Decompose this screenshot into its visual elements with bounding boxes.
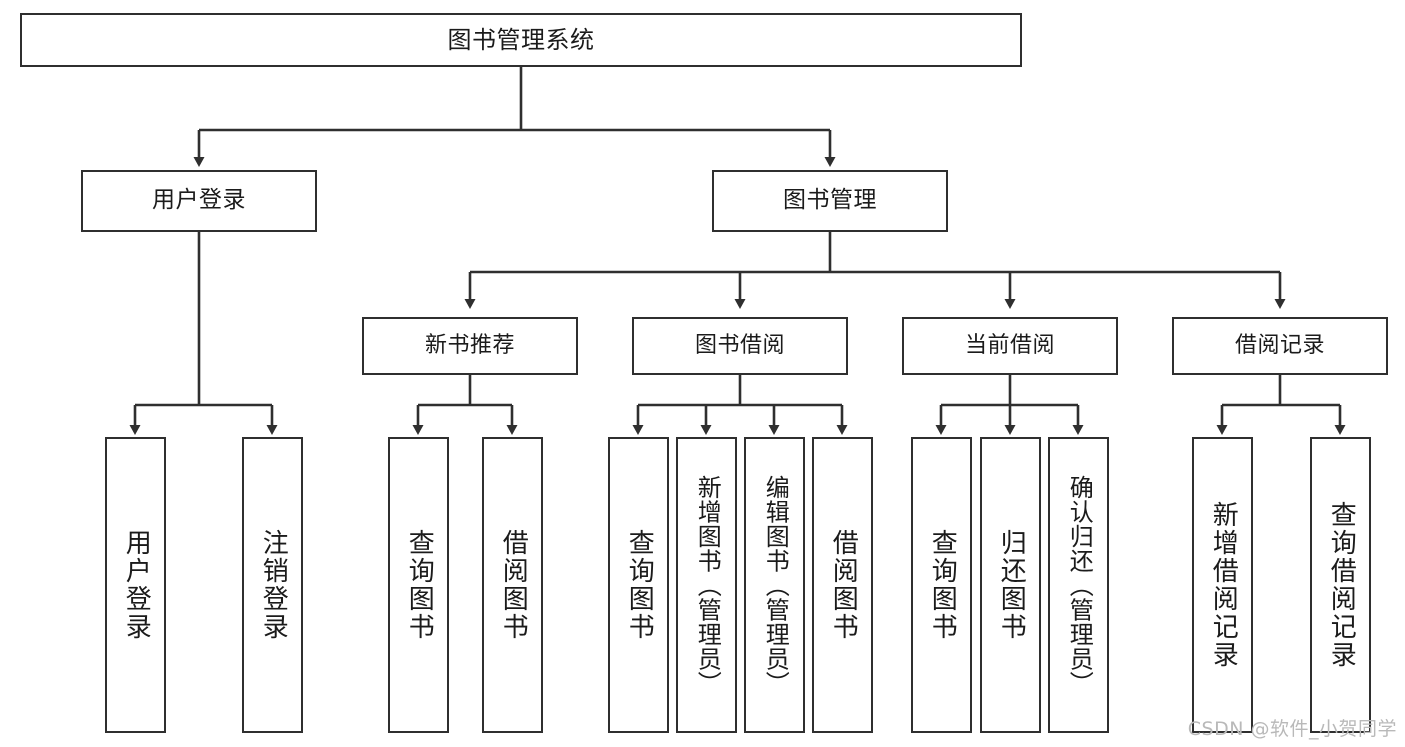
leaf-current-confirm-return-admin[interactable]: 确认归还（管理员） [1048,437,1109,733]
node-book-management[interactable]: 图书管理 [712,170,948,232]
leaf-record-query-record[interactable]: 查询借阅记录 [1310,437,1371,733]
node-label: 查询图书 [404,529,435,641]
node-label: 用户登录 [152,187,246,214]
node-label: 查询图书 [624,529,655,641]
node-label: 注销登录 [258,529,289,641]
leaf-borrow-add-book-admin[interactable]: 新增图书（管理员） [676,437,737,733]
node-label: 编辑图书（管理员） [761,474,790,696]
node-label: 查询借阅记录 [1326,501,1357,669]
node-user-login[interactable]: 用户登录 [81,170,317,232]
node-label: 图书借阅 [694,332,785,358]
node-label: 当前借阅 [964,332,1055,358]
node-label: 新增图书（管理员） [693,474,722,696]
node-label: 借阅图书 [828,529,859,641]
leaf-user-login-login[interactable]: 用户登录 [105,437,166,733]
leaf-borrow-query-book[interactable]: 查询图书 [608,437,669,733]
node-label: 图书管理系统 [447,25,595,54]
leaf-user-login-logout[interactable]: 注销登录 [242,437,303,733]
node-book-borrow[interactable]: 图书借阅 [632,317,848,375]
node-label: 查询图书 [927,529,958,641]
leaf-borrow-borrow-book[interactable]: 借阅图书 [812,437,873,733]
watermark-text: CSDN @软件_小贺同学 [1187,718,1397,740]
node-new-book-recommend[interactable]: 新书推荐 [362,317,578,375]
node-label: 借阅记录 [1234,332,1325,358]
node-label: 新书推荐 [424,332,515,358]
node-label: 用户登录 [121,529,152,641]
leaf-current-return-book[interactable]: 归还图书 [980,437,1041,733]
leaf-current-query-book[interactable]: 查询图书 [911,437,972,733]
node-label: 归还图书 [996,529,1027,641]
node-root-system[interactable]: 图书管理系统 [20,13,1022,67]
leaf-recommend-borrow-book[interactable]: 借阅图书 [482,437,543,733]
node-label: 图书管理 [783,187,877,214]
leaf-recommend-query-book[interactable]: 查询图书 [388,437,449,733]
node-label: 确认归还（管理员） [1065,474,1094,696]
node-current-borrow[interactable]: 当前借阅 [902,317,1118,375]
node-label: 新增借阅记录 [1208,501,1239,669]
leaf-record-add-record[interactable]: 新增借阅记录 [1192,437,1253,733]
node-borrow-record[interactable]: 借阅记录 [1172,317,1388,375]
node-label: 借阅图书 [498,529,529,641]
leaf-borrow-edit-book-admin[interactable]: 编辑图书（管理员） [744,437,805,733]
